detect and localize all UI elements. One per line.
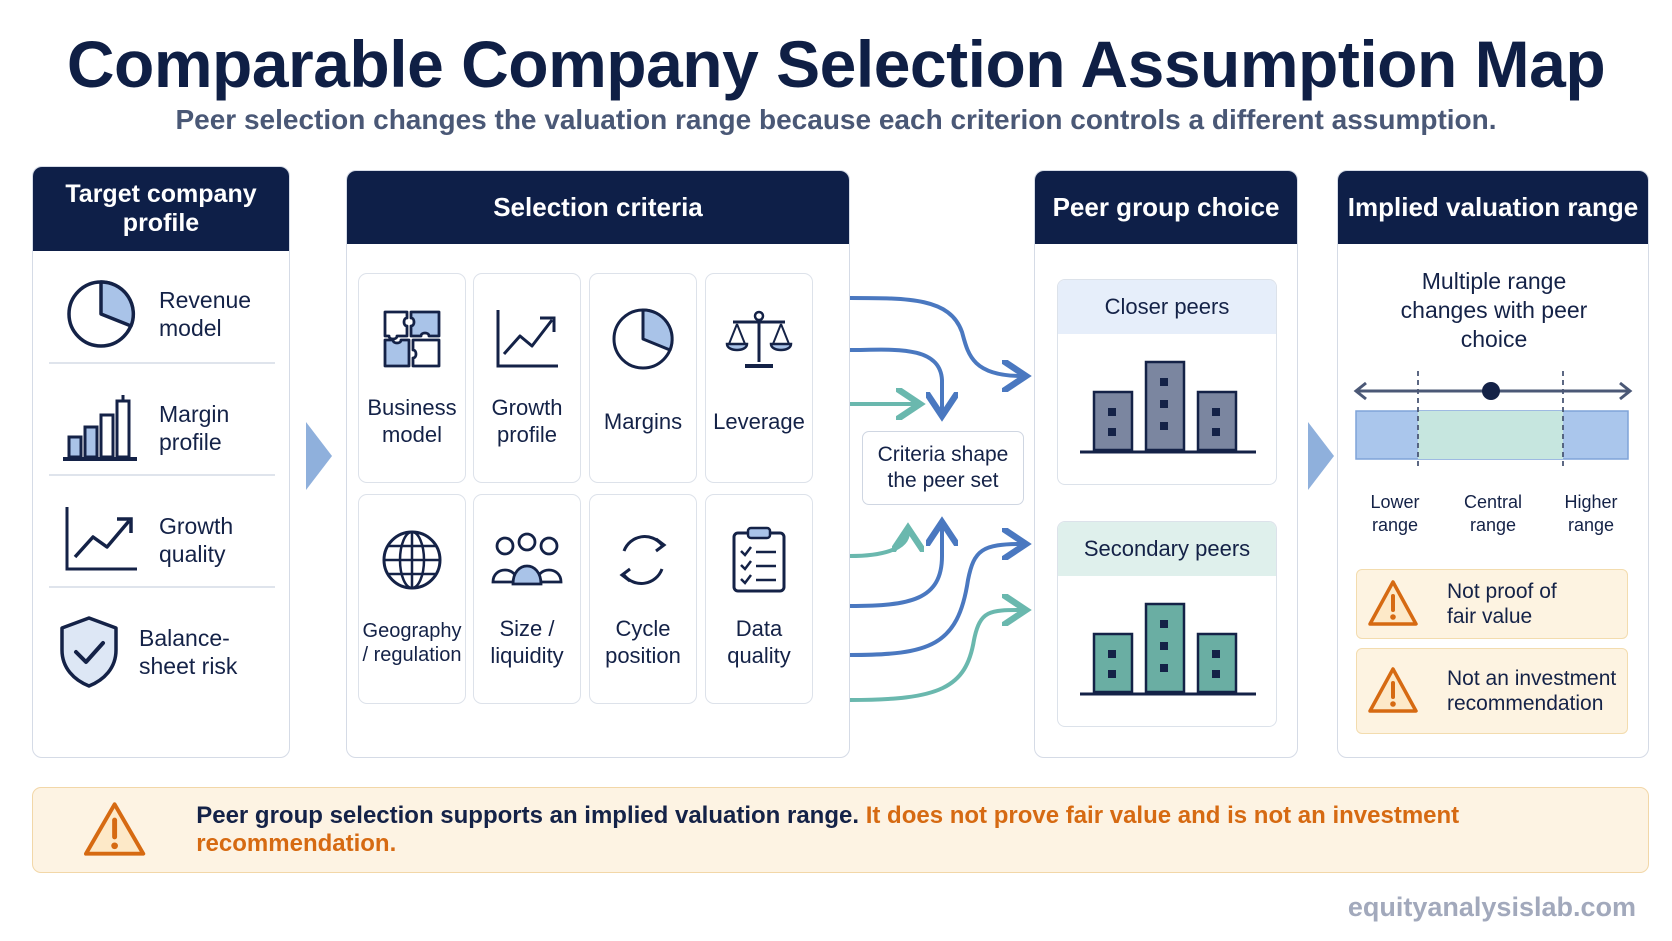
- buildings-icon: [1080, 360, 1256, 454]
- closer-peers-label: Closer peers: [1058, 280, 1276, 334]
- secondary-peers-label: Secondary peers: [1058, 522, 1276, 576]
- disclaimer-main: Peer group selection supports an implied…: [196, 802, 860, 829]
- selection-criteria-panel: Selection criteria Business model Growth…: [346, 170, 850, 758]
- site-url[interactable]: equityanalysislab.com: [1347, 892, 1636, 922]
- criterion-cycle-position: Cycle position: [589, 494, 697, 704]
- profile-label-balance-sheet-risk: Balance-sheet risk: [139, 624, 238, 679]
- warning-icon: [1368, 580, 1418, 626]
- warning-icon: [83, 802, 146, 856]
- pie-chart-icon: [606, 302, 680, 376]
- warning-not-recommendation: Not an investment recommendation: [1356, 648, 1628, 734]
- criterion-data-quality: Data quality: [705, 494, 813, 704]
- arrow-to-secondary-peers: [850, 610, 1022, 702]
- criteria-shape-node: Criteria shape the peer set: [862, 431, 1024, 505]
- implied-valuation-heading: Implied valuation range: [1338, 171, 1648, 244]
- selection-criteria-heading: Selection criteria: [347, 171, 849, 244]
- lower-range-label: Lower range: [1370, 492, 1420, 535]
- criterion-growth-profile: Growth profile: [473, 273, 581, 483]
- criterion-business-model: Business model: [358, 273, 466, 483]
- arrow-to-center: [850, 532, 908, 558]
- criterion-label: Size / liquidity: [490, 616, 564, 668]
- criterion-label: Business model: [367, 395, 457, 447]
- arrow-to-center: [850, 347, 942, 412]
- profile-item-margin-profile: Margin profile: [49, 369, 275, 487]
- people-icon: [490, 523, 564, 597]
- central-range-label: Central range: [1463, 492, 1523, 535]
- flow-arrows: [850, 296, 1034, 702]
- warning-not-proof: Not proof of fair value: [1356, 569, 1628, 639]
- criterion-label: Leverage: [713, 408, 805, 434]
- secondary-peers-group: Secondary peers: [1057, 521, 1277, 727]
- range-caption: Multiple range changes with peer choice: [1338, 267, 1648, 354]
- pie-chart-icon: [61, 274, 141, 354]
- bar-chart-icon: [61, 388, 141, 468]
- valuation-range-graphic: [1353, 371, 1633, 469]
- profile-label-margin-profile: Margin profile: [159, 400, 230, 455]
- peer-group-heading: Peer group choice: [1035, 171, 1297, 244]
- target-profile-heading: Target company profile: [33, 167, 289, 251]
- cycle-icon: [606, 523, 680, 597]
- divider: [49, 362, 275, 364]
- criterion-geography-regulation: Geography / regulation: [358, 494, 466, 704]
- warning-label: Not proof of fair value: [1447, 579, 1557, 628]
- trend-up-icon: [61, 500, 141, 580]
- puzzle-icon: [375, 302, 449, 376]
- profile-item-revenue-model: Revenue model: [49, 255, 275, 373]
- page-title: Comparable Company Selection Assumption …: [66, 27, 1606, 101]
- criterion-label: Geography / regulation: [362, 619, 462, 666]
- criterion-label: Data quality: [727, 616, 791, 668]
- warning-icon: [1368, 667, 1418, 713]
- profile-item-balance-sheet-risk: Balance-sheet risk: [49, 593, 275, 711]
- shield-check-icon: [49, 612, 129, 692]
- closer-peers-group: Closer peers: [1057, 279, 1277, 485]
- disclaimer-banner: Peer group selection supports an implied…: [32, 787, 1649, 873]
- chevron-right-icon: [306, 422, 332, 490]
- page-subtitle: Peer selection changes the valuation ran…: [175, 104, 1497, 135]
- trend-up-icon: [490, 302, 564, 376]
- range-caption-text: Multiple range changes with peer choice: [1400, 268, 1588, 352]
- divider: [49, 474, 275, 476]
- buildings-icon: [1080, 602, 1256, 696]
- higher-range-label: Higher range: [1564, 492, 1618, 535]
- scale-icon: [722, 302, 796, 376]
- chevron-right-icon: [1308, 422, 1334, 490]
- divider: [49, 586, 275, 588]
- target-profile-panel: Target company profile Revenue model Mar…: [32, 166, 290, 758]
- arrow-to-closer-peers: [850, 544, 1022, 657]
- profile-label-growth-quality: Growth quality: [159, 512, 234, 567]
- disclaimer-accent: It does not prove fair value and is not …: [196, 802, 1460, 857]
- criterion-label: Margins: [603, 408, 683, 434]
- criterion-leverage: Leverage: [705, 273, 813, 483]
- disclaimer-text: Peer group selection supports an implied…: [196, 802, 1648, 858]
- criterion-size-liquidity: Size / liquidity: [473, 494, 581, 704]
- criterion-label: Growth profile: [491, 395, 563, 447]
- warning-label: Not an investment recommendation: [1447, 666, 1617, 715]
- peer-group-panel: Peer group choice Closer peers Secondary…: [1034, 170, 1298, 758]
- criterion-label: Cycle position: [605, 616, 681, 668]
- criterion-margins: Margins: [589, 273, 697, 483]
- implied-valuation-panel: Implied valuation range Multiple range c…: [1337, 170, 1649, 758]
- arrow-to-closer-peers: [850, 296, 1022, 376]
- globe-icon: [375, 523, 449, 597]
- profile-label-revenue-model: Revenue model: [159, 286, 252, 341]
- checklist-icon: [722, 523, 796, 597]
- arrow-to-center: [850, 526, 942, 608]
- profile-item-growth-quality: Growth quality: [49, 481, 275, 599]
